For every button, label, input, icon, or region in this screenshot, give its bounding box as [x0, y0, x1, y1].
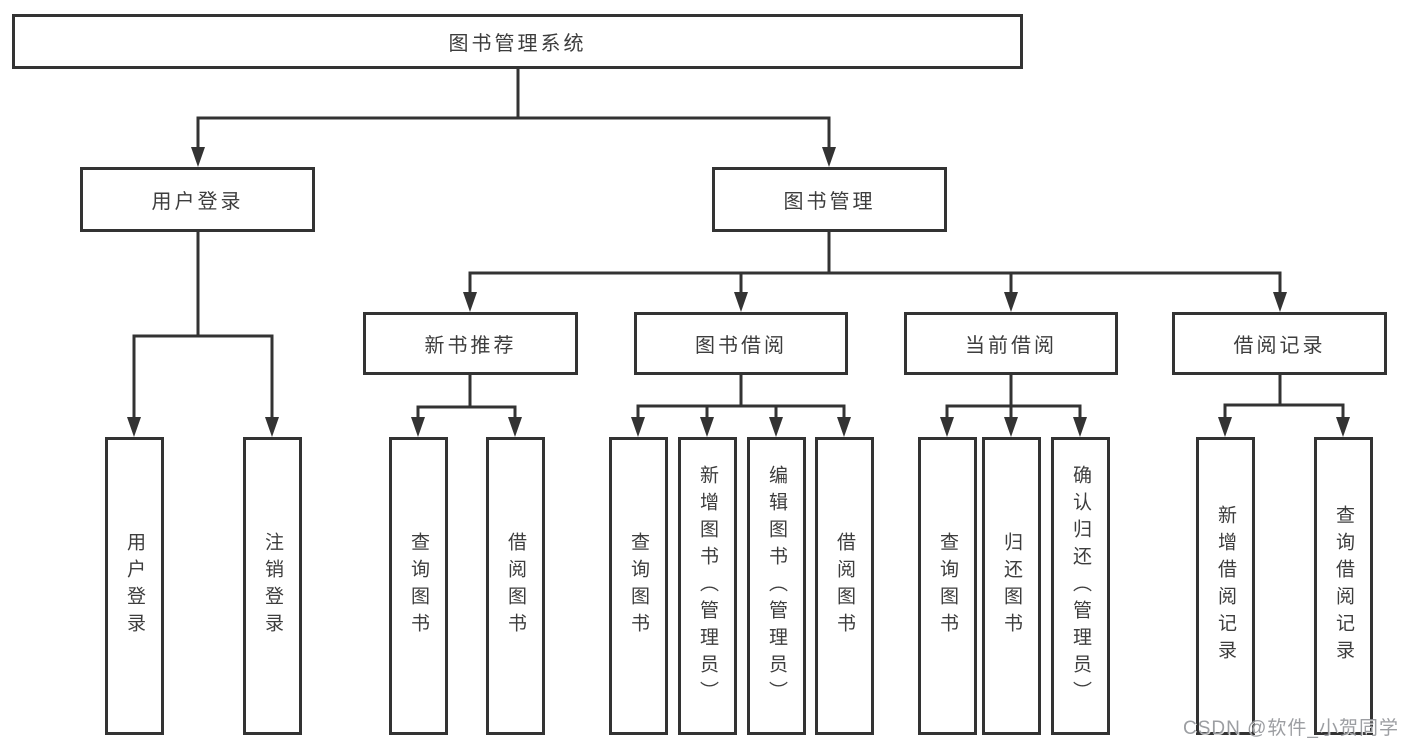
connector-new-books-branch: [411, 373, 522, 437]
connector-book-borrow-branch: [631, 373, 851, 437]
arrow-down-icon: [1218, 417, 1232, 437]
connector-user-login-branch: [127, 230, 279, 437]
leaf-edit-book-admin: 编辑图书（管理员）: [747, 437, 806, 735]
leaf-borrow-books-recommend: 借阅图书: [486, 437, 545, 735]
leaf-query-books-current: 查询图书: [918, 437, 977, 735]
leaf-add-borrow-record: 新增借阅记录: [1196, 437, 1255, 735]
arrow-down-icon: [127, 417, 141, 437]
node-new-book-recommend: 新书推荐: [363, 312, 578, 375]
arrow-down-icon: [940, 417, 954, 437]
leaf-logout: 注销登录: [243, 437, 302, 735]
arrow-down-icon: [1004, 417, 1018, 437]
arrow-down-icon: [191, 147, 205, 167]
arrow-down-icon: [1273, 292, 1287, 312]
node-user-login: 用户登录: [80, 167, 315, 232]
leaf-query-borrow-record: 查询借阅记录: [1314, 437, 1373, 735]
leaf-query-books-borrow: 查询图书: [609, 437, 668, 735]
node-current-borrow: 当前借阅: [904, 312, 1118, 375]
arrow-down-icon: [265, 417, 279, 437]
watermark: CSDN @软件_小贺同学: [1183, 718, 1399, 739]
leaf-query-books-recommend: 查询图书: [389, 437, 448, 735]
node-book-borrow: 图书借阅: [634, 312, 848, 375]
leaf-user-login: 用户登录: [105, 437, 164, 735]
node-root: 图书管理系统: [12, 14, 1023, 69]
arrow-down-icon: [700, 417, 714, 437]
arrow-down-icon: [822, 147, 836, 167]
connector-borrow-records-branch: [1218, 373, 1350, 437]
arrow-down-icon: [1073, 417, 1087, 437]
arrow-down-icon: [734, 292, 748, 312]
arrow-down-icon: [769, 417, 783, 437]
leaf-borrow-books: 借阅图书: [815, 437, 874, 735]
connector-root-branch: [191, 67, 836, 167]
arrow-down-icon: [631, 417, 645, 437]
connector-book-mgmt-branch: [463, 230, 1287, 312]
node-book-management: 图书管理: [712, 167, 947, 232]
arrow-down-icon: [411, 417, 425, 437]
node-borrow-records: 借阅记录: [1172, 312, 1387, 375]
arrow-down-icon: [508, 417, 522, 437]
leaf-add-book-admin: 新增图书（管理员）: [678, 437, 737, 735]
leaf-confirm-return-admin: 确认归还（管理员）: [1051, 437, 1110, 735]
arrow-down-icon: [837, 417, 851, 437]
arrow-down-icon: [1336, 417, 1350, 437]
arrow-down-icon: [463, 292, 477, 312]
leaf-return-books: 归还图书: [982, 437, 1041, 735]
connector-current-borrow-branch: [940, 373, 1087, 437]
arrow-down-icon: [1004, 292, 1018, 312]
